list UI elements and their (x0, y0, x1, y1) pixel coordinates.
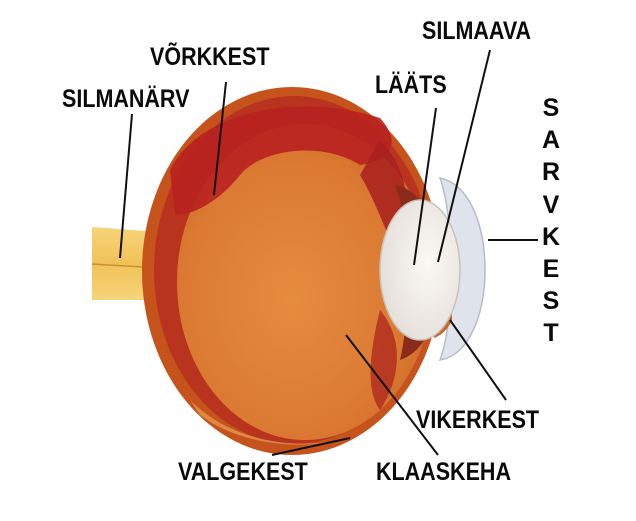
label-vikerkest: VIKERKEST (416, 408, 539, 433)
label-silmaava: SILMAAVA (422, 19, 531, 44)
label-laats: LÄÄTS (375, 73, 447, 98)
label-sarvkest-letter: S (538, 285, 564, 317)
label-sarvkest-letter: A (538, 124, 564, 156)
label-sarvkest-letter: S (538, 92, 564, 124)
label-silmanarv: SILMANÄRV (62, 87, 189, 112)
label-vorkkest: VÕRKKEST (150, 45, 269, 70)
label-klaaskeha: KLAASKEHA (376, 460, 511, 485)
label-sarvkest-letter: R (538, 156, 564, 188)
leader-vikerkest (450, 320, 506, 400)
label-sarvkest-letter: E (538, 253, 564, 285)
label-sarvkest-letter: T (538, 317, 564, 349)
label-valgekest: VALGEKEST (178, 460, 308, 485)
label-sarvkest-letter: K (538, 221, 564, 253)
label-sarvkest-letter: V (538, 189, 564, 221)
